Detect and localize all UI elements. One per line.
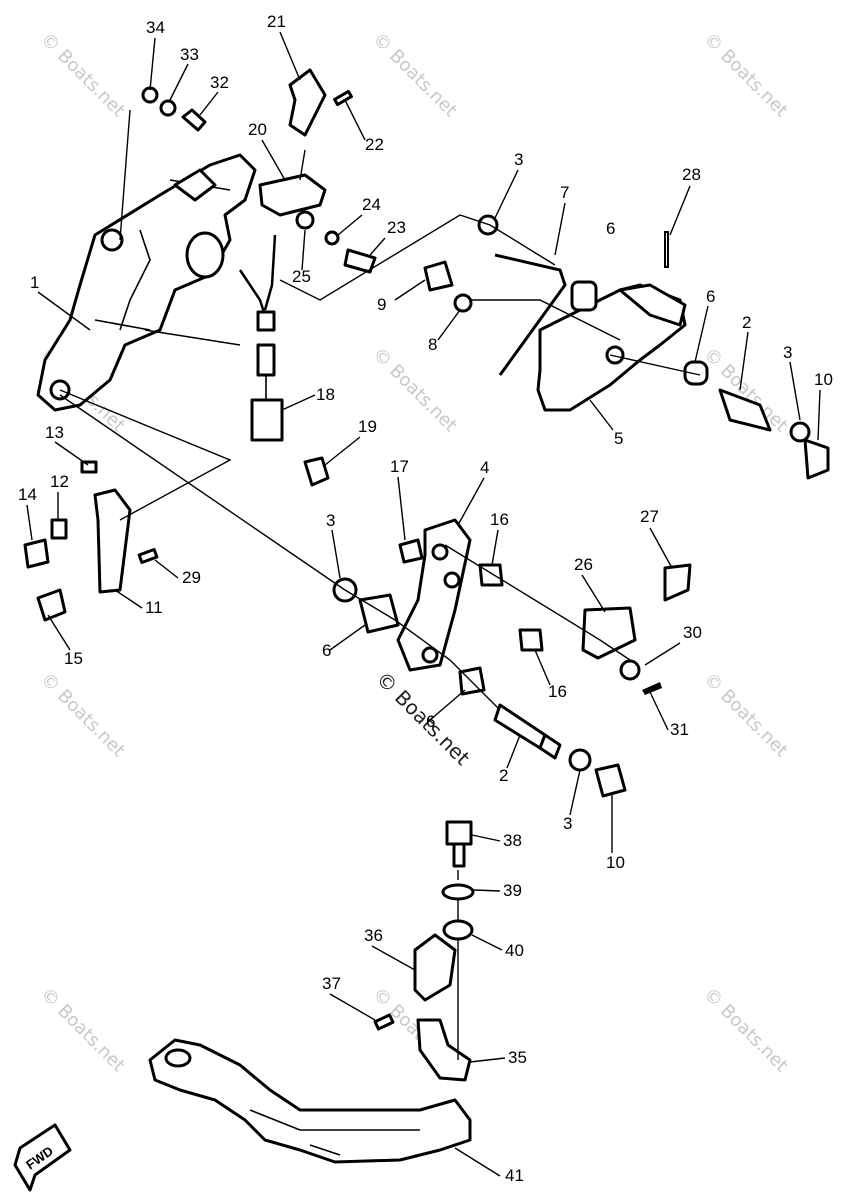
callout-31: 31 <box>670 720 689 739</box>
callout-17: 17 <box>390 457 409 476</box>
callout-8: 8 <box>428 335 437 354</box>
watermark-center: © Boats.net <box>371 667 474 770</box>
callout-16b: 16 <box>548 682 567 701</box>
callout-13: 13 <box>45 423 64 442</box>
control-rod-part-7 <box>494 253 567 376</box>
callout-22: 22 <box>365 135 384 154</box>
callout-7: 7 <box>560 183 569 202</box>
lower-bracket-part-41 <box>148 1038 472 1164</box>
callout-19: 19 <box>358 417 377 436</box>
bracket-part-5 <box>536 283 687 412</box>
wire-clamp-part-18 <box>238 234 284 442</box>
callout-34: 34 <box>146 18 165 37</box>
callout-5: 5 <box>614 429 623 448</box>
watermark-1: © Boats.net <box>36 29 128 121</box>
callout-2a: 2 <box>742 313 751 332</box>
watermark-9: © Boats.net <box>36 984 128 1076</box>
watermark-11: © Boats.net <box>699 984 791 1076</box>
callout-4: 4 <box>480 458 489 477</box>
watermark-8: © Boats.net <box>699 669 791 761</box>
callout-29: 29 <box>182 568 201 587</box>
callout-23: 23 <box>387 218 406 237</box>
callout-27: 27 <box>640 507 659 526</box>
callout-33: 33 <box>180 45 199 64</box>
callout-15: 15 <box>64 649 83 668</box>
callout-3c: 3 <box>326 511 335 530</box>
callout-10b: 10 <box>606 853 625 872</box>
callout-6c: 6 <box>322 641 331 660</box>
watermark-7: © Boats.net <box>36 669 128 761</box>
bracket-plate-part-1 <box>36 153 257 412</box>
callout-40: 40 <box>505 941 524 960</box>
callout-28: 28 <box>682 165 701 184</box>
callout-20: 20 <box>248 120 267 139</box>
callout-1: 1 <box>30 273 39 292</box>
callout-6d: 6 <box>426 712 435 731</box>
watermark-2: © Boats.net <box>368 29 460 121</box>
callout-38: 38 <box>503 831 522 850</box>
callout-6b: 6 <box>706 287 715 306</box>
watermark-3: © Boats.net <box>699 29 791 121</box>
callout-25: 25 <box>292 267 311 286</box>
callout-41: 41 <box>505 1166 524 1185</box>
callout-16a: 16 <box>490 510 509 529</box>
callout-24: 24 <box>362 195 381 214</box>
callout-26: 26 <box>574 555 593 574</box>
fwd-arrow-icon: FWD <box>13 1123 72 1192</box>
callout-9: 9 <box>377 295 386 314</box>
lower-hardware <box>373 820 475 1082</box>
callout-3d: 3 <box>563 814 572 833</box>
callout-18: 18 <box>316 385 335 404</box>
callout-36: 36 <box>364 926 383 945</box>
callouts: 34 33 32 21 22 20 3 7 28 24 23 6 25 9 1 … <box>18 12 833 1185</box>
callout-3a: 3 <box>514 150 523 169</box>
callout-11: 11 <box>145 598 163 617</box>
callout-37: 37 <box>322 974 341 993</box>
callout-leaders <box>26 31 821 1177</box>
upper-hardware <box>141 68 830 487</box>
callout-39: 39 <box>503 881 522 900</box>
assembly-lines <box>59 109 701 1060</box>
callout-6a: 6 <box>606 219 615 238</box>
watermark-5: © Boats.net <box>368 344 460 436</box>
callout-35: 35 <box>508 1048 527 1067</box>
callout-21: 21 <box>267 12 286 31</box>
callout-30: 30 <box>683 623 702 642</box>
callout-3b: 3 <box>783 343 792 362</box>
callout-32: 32 <box>210 73 229 92</box>
callout-14: 14 <box>18 485 37 504</box>
callout-2b: 2 <box>499 766 508 785</box>
callout-12: 12 <box>50 472 69 491</box>
callout-10a: 10 <box>814 370 833 389</box>
